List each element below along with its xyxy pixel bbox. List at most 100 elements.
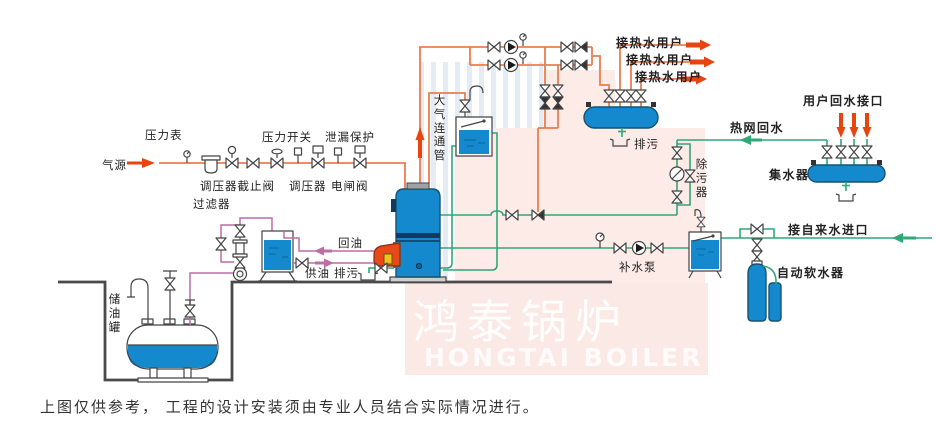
balance-check-icon (539, 96, 551, 110)
label-hot-user-2: 接热水用户 (626, 53, 694, 67)
pump2-valve-icon (487, 59, 501, 71)
filter-outlet-valve-icon (234, 255, 246, 269)
label-dirt-remover: 除污器 (695, 157, 708, 199)
check-line1-valve-icon (560, 41, 574, 53)
hot-water-loop (415, 33, 610, 212)
makeup-gauge-icon (595, 232, 605, 249)
return-gate-valve-icon (505, 209, 519, 221)
balance-check-icon (552, 96, 564, 110)
filter-bypass-valve-icon (215, 237, 227, 251)
user-arrow-2 (690, 56, 715, 68)
label-makeup-pump: 补水泵 (619, 260, 657, 274)
watermark-chinese: 鸿泰锅炉 (413, 295, 629, 349)
dirt-bypass-valve-icon (684, 169, 696, 183)
coll-valve-icon (848, 145, 860, 159)
label-oil-tank: 储油罐 (108, 292, 121, 334)
distributor-vessel (583, 106, 659, 129)
label-pressure-gauge: 压力表 (145, 128, 183, 142)
circulation-pump-1-icon (503, 39, 519, 55)
label-user-return: 用户回水接口 (803, 94, 885, 108)
leak-protect-valve-icon (353, 145, 367, 169)
makeup-pump-icon (631, 240, 647, 256)
oil-supply-arrow (315, 258, 334, 268)
expansion-tank (455, 85, 493, 157)
softener-bypass-valve-icon (750, 223, 764, 235)
pressure-switch-icon (293, 147, 303, 164)
dist-drain-funnel-icon (609, 138, 631, 147)
burner-sight-glass (383, 253, 393, 265)
balance-valve-icon (539, 84, 551, 98)
gas-pressure-gauge-icon (183, 150, 191, 164)
pump2-gauge-icon (519, 51, 527, 65)
dirt-valve-top-icon (671, 146, 683, 160)
supply-up-arrow (415, 127, 425, 158)
return-arrow-1 (836, 113, 846, 138)
oil-pump (232, 266, 248, 282)
label-hot-user-1: 接热水用户 (616, 36, 684, 50)
label-atmos-pipe: 大气连通管 (433, 93, 446, 163)
makeup-valve2-icon (650, 242, 664, 254)
vent-hook-icon (469, 85, 484, 100)
oil-system (126, 217, 374, 383)
makeup-vent-hook-icon (694, 209, 702, 218)
dist-valve-icon (603, 89, 615, 103)
label-oil-blowdown: 排污 (334, 266, 359, 280)
pump1-valve-icon (487, 41, 501, 53)
label-softener: 自动软水器 (777, 266, 845, 280)
label-pressure-switch: 压力开关 (262, 130, 312, 144)
return-arrow-2 (849, 113, 859, 138)
label-gas-filter: 过滤器 (193, 197, 231, 211)
boiler (357, 182, 447, 283)
gas-regulator-icon (270, 148, 284, 169)
boiler-drain-funnel-icon (357, 272, 379, 281)
electric-gate-valve-icon (311, 145, 325, 169)
coll-drain-funnel-icon (835, 193, 857, 202)
label-gas-source: 气源 (102, 158, 127, 172)
dist-drain-stub (617, 127, 627, 138)
softener-valve1-icon (751, 238, 763, 252)
dist-valve-icon (625, 89, 637, 103)
label-leak-protect: 泄漏保护 (325, 130, 375, 144)
dist-valve-icon (635, 89, 647, 103)
label-oil-return: 回油 (338, 236, 363, 250)
filter-inlet-valve-icon (234, 224, 246, 238)
oil-storage-tank (126, 318, 219, 383)
gooseneck-vent-icon (127, 278, 149, 325)
tank-stop-valve-icon (164, 277, 176, 291)
return-arrow-3 (862, 113, 872, 138)
check-valve-1-icon (574, 41, 588, 53)
suction-valve-icon (184, 304, 196, 318)
label-tap-inlet: 接自来水进口 (788, 223, 870, 237)
float-valve-icon (459, 99, 471, 113)
coll-valve-icon (861, 145, 873, 159)
net-return-arrow (740, 135, 762, 145)
watermark-english: HONGTAI BOILER (424, 343, 704, 372)
water-return-network (429, 132, 932, 271)
collector-vessel (807, 164, 886, 183)
check-line2-valve-icon (560, 59, 574, 71)
dirt-valve-bottom-icon (671, 190, 683, 204)
label-net-return: 热网回水 (730, 121, 785, 135)
label-gate-valve: 电闸阀 (331, 179, 369, 193)
gas-filter-icon (201, 155, 221, 174)
distributor-header (583, 39, 715, 147)
circulation-pump-2-icon (503, 57, 519, 73)
regulator-stop-valve-icon (225, 145, 239, 169)
label-regulator: 调压器 (289, 179, 327, 193)
user-arrow-3 (682, 73, 707, 85)
check-valve-2-icon (574, 59, 588, 71)
leak-protect-sensor-icon (333, 147, 343, 164)
oil-return-arrow (314, 246, 332, 256)
boiler-base (389, 276, 447, 283)
makeup-vent-valve-icon (696, 216, 706, 228)
makeup-tank (688, 209, 722, 279)
makeup-valve1-icon (613, 242, 627, 254)
user-arrow-1 (686, 39, 711, 51)
dist-valve-icon (614, 89, 626, 103)
water-softener (747, 260, 782, 322)
softener-tank-tall (747, 263, 767, 322)
balance-valve-icon (552, 84, 564, 98)
coll-drain-stub (841, 181, 851, 192)
